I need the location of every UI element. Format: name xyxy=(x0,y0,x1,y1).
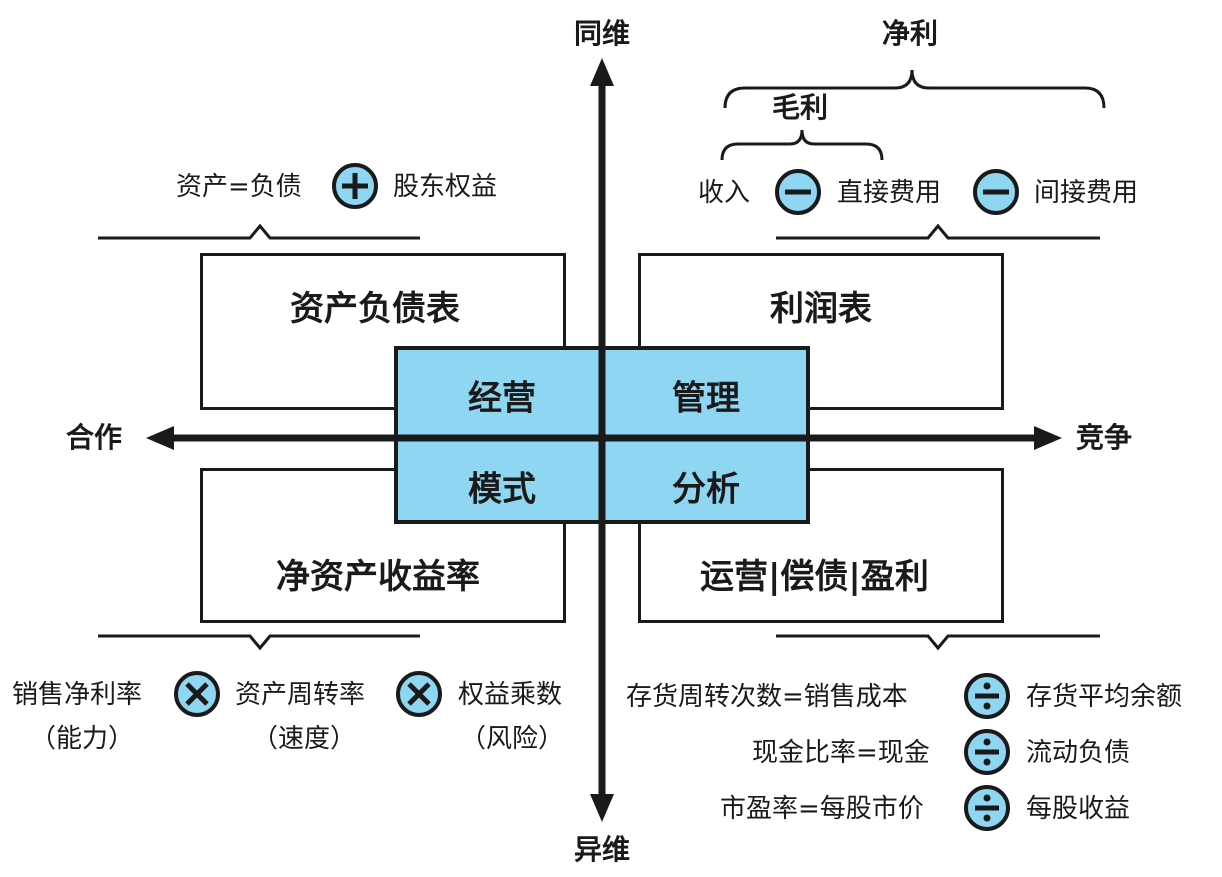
roe-title: 净资产收益率 xyxy=(276,557,480,597)
ratio-right-3: 每股收益 xyxy=(1026,794,1131,824)
income-statement-title: 利润表 xyxy=(770,289,872,329)
center-label-fenxi: 分析 xyxy=(672,469,740,510)
minus-icon xyxy=(775,169,821,215)
balance-formula-left: 资产=负债 xyxy=(176,172,302,202)
balance-formula-right: 股东权益 xyxy=(393,172,498,202)
axis-label-top: 同维 xyxy=(574,17,631,50)
roe-term-net-margin-note: （能力） xyxy=(30,724,135,754)
income-term-indirect-cost: 间接费用 xyxy=(1034,178,1139,208)
ratio-left-1: 存货周转次数=销售成本 xyxy=(626,682,908,712)
ratio-right-2: 流动负债 xyxy=(1026,738,1131,768)
roe-term-equity-multiplier: 权益乘数 xyxy=(458,680,563,710)
divide-icon xyxy=(964,673,1010,719)
gross-profit-label: 毛利 xyxy=(772,91,829,124)
left-arrow-icon xyxy=(146,426,174,450)
income-term-direct-cost: 直接费用 xyxy=(837,178,942,208)
ratio-left-3: 市盈率=每股市价 xyxy=(720,794,924,824)
minus-icon xyxy=(973,169,1019,215)
divide-icon xyxy=(964,785,1010,831)
balance-sheet-title: 资产负债表 xyxy=(290,289,460,329)
roe-term-turnover: 资产周转率 xyxy=(235,680,366,710)
center-label-moshi: 模式 xyxy=(468,469,536,510)
divide-icon xyxy=(964,729,1010,775)
plus-icon xyxy=(332,163,378,209)
net-profit-label: 净利 xyxy=(882,17,939,50)
center-label-jingying: 经营 xyxy=(468,378,536,419)
income-term-revenue: 收入 xyxy=(698,178,751,208)
roe-term-equity-multiplier-note: （风险） xyxy=(460,724,565,754)
ratio-right-1: 存货平均余额 xyxy=(1026,682,1183,712)
right-arrow-icon xyxy=(1034,426,1062,450)
axis-label-bottom: 异维 xyxy=(574,833,631,866)
down-arrow-icon xyxy=(590,794,614,822)
balance-sheet-box xyxy=(200,253,566,410)
center-label-guanli: 管理 xyxy=(672,378,740,419)
times-icon xyxy=(396,671,442,717)
roe-term-net-margin: 销售净利率 xyxy=(12,680,143,710)
times-icon xyxy=(174,671,220,717)
ratios-title: 运营|偿债|盈利 xyxy=(700,557,929,597)
roe-term-turnover-note: （速度） xyxy=(252,724,357,754)
axis-label-right: 竞争 xyxy=(1076,421,1133,454)
axis-label-left: 合作 xyxy=(66,421,123,454)
ratio-left-2: 现金比率=现金 xyxy=(752,738,930,768)
up-arrow-icon xyxy=(590,58,614,86)
